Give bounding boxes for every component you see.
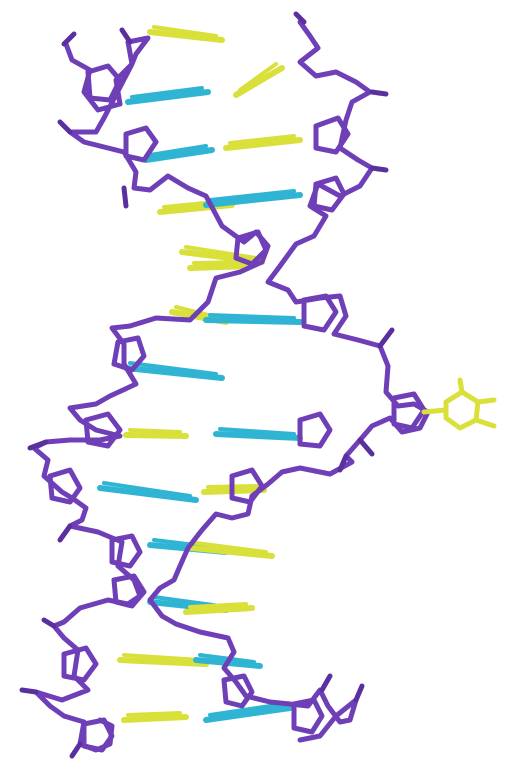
base-15 [97,485,199,503]
base-3-ring [130,86,204,99]
sugar-ring-10 [297,411,333,449]
base-24 [203,705,293,723]
backbone [19,11,431,759]
base-18-ring [194,541,268,554]
base-4-ring [148,144,208,157]
overhang-spike-1 [457,377,465,395]
base-5-ring [228,134,296,145]
phosphate-12 [57,523,73,543]
base-20-ring [188,602,248,609]
sugar-ring-12 [229,467,265,505]
backbone-strand-a [31,35,271,753]
base-14 [213,431,303,441]
base-23 [121,714,189,723]
base-12-ring [128,361,218,376]
overhang-spike-3 [473,417,497,429]
base-2-ring [238,62,278,92]
base-1 [147,29,225,43]
phosphate-10 [337,453,349,473]
phosphate-7 [121,185,129,209]
phosphate-17 [319,673,333,693]
sugar-ring-9 [83,411,123,449]
base-pairs [97,25,303,723]
base-9-ring [192,260,246,265]
phosphate-16 [69,741,83,759]
phosphate-1 [61,31,77,47]
sugar-ring-8 [391,391,427,431]
overhang-ring [443,389,481,431]
phosphate-5 [369,165,389,173]
sugar-ring-11 [47,467,83,505]
base-11 [203,317,303,325]
phosphate-8 [377,327,395,349]
base-3 [125,89,211,105]
sugar-ring-6 [301,293,339,333]
phosphate-6 [57,119,73,135]
backbone-strand-b [147,19,431,743]
base-15-ring [102,481,192,498]
base-7 [203,192,303,208]
sugar-ring-16 [221,673,255,709]
sugar-ring-13 [109,533,143,569]
base-5 [223,137,303,151]
base-23-ring [126,711,182,717]
sugar-ring-1 [85,63,123,103]
base-11-ring [208,313,296,320]
base-1-ring [152,25,218,38]
base-24-ring [208,702,286,717]
sugar-ring-4 [311,175,347,213]
phosphate-11 [357,437,375,457]
overhang-base [421,377,497,431]
base-7-ring [208,189,296,202]
sugar-ring-3 [313,115,351,155]
phosphate-15 [353,683,365,703]
phosphate-4 [369,89,389,97]
base-21-ring [122,653,202,662]
base-2 [233,65,285,98]
base-12 [123,365,225,381]
overhang-spike-2 [475,397,497,405]
sugar-ring-17 [81,717,115,753]
phosphate-13 [41,617,57,629]
base-4 [143,147,215,163]
phosphate-2 [119,27,133,45]
base-14-ring [218,427,296,436]
sugar-ring-15 [61,645,99,683]
base-8-ring [184,245,258,260]
base-9 [187,263,253,271]
base-20 [183,605,255,615]
base-21 [117,657,209,667]
base-13-ring [128,428,182,434]
phosphate-14 [19,687,39,695]
base-13 [123,432,189,439]
sugar-ring-7 [111,335,147,373]
sugar-ring-18 [291,697,325,735]
sugar-ring-14 [111,573,147,609]
phosphate-9 [27,439,49,451]
base-18 [189,545,275,559]
phosphate-3 [293,11,307,25]
sugar-ring-5 [233,229,269,267]
overhang-link [421,407,449,415]
sugar-ring-2 [123,125,159,163]
